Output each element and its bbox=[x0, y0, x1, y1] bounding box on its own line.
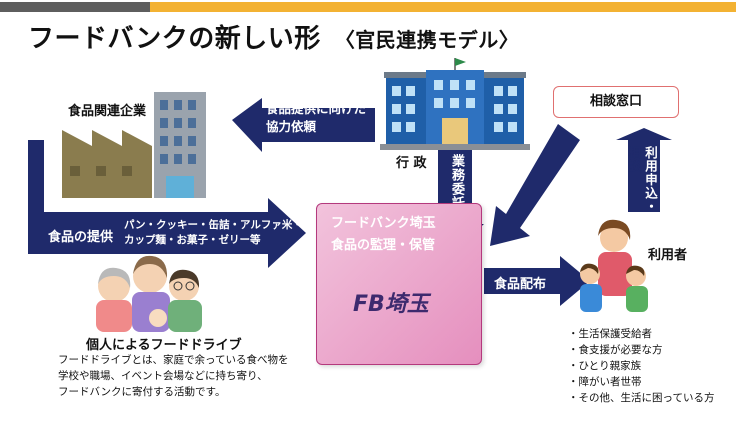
foodbank-name: フードバンク埼玉 bbox=[331, 216, 436, 231]
family-illustration-icon bbox=[580, 219, 648, 312]
user-list-item: 障がい者世帯 bbox=[568, 374, 714, 390]
food-provision-label: 食品の提供 bbox=[48, 230, 114, 245]
page-title: フードバンクの新しい形〈官民連携モデル〉 bbox=[28, 18, 519, 55]
user-list: 生活保護受給者 食支援が必要な方 ひとり親家族 障がい者世帯 その他、生活に困っ… bbox=[568, 326, 715, 406]
user-list-item: 食支援が必要な方 bbox=[568, 342, 714, 358]
header-bar-orange bbox=[150, 2, 736, 12]
haifu-arrow bbox=[490, 124, 580, 246]
fooddrive-desc-line2: 学校や職場、イベント会場などに持ち寄り、 bbox=[58, 370, 268, 382]
fooddrive-description: フードドライブとは、家庭で余っている食べ物を 学校や職場、イベント会場などに持ち… bbox=[58, 352, 288, 400]
header-bar bbox=[0, 0, 736, 14]
riyou-arrow-label-col1: 利用申込・ bbox=[643, 146, 658, 214]
foodbank-box: フードバンク埼玉 食品の監理・保管 FB埼玉 bbox=[316, 203, 482, 365]
fooddrive-desc-line3: フードバンクに寄付する活動です。 bbox=[58, 386, 226, 398]
user-list-item: 生活保護受給者 bbox=[568, 326, 714, 342]
fooddrive-title: 個人によるフードドライブ bbox=[86, 338, 242, 353]
government-building-icon bbox=[380, 58, 530, 150]
user-list-item: ひとり親家族 bbox=[568, 358, 714, 374]
company-label: 食品関連企業 bbox=[68, 104, 147, 119]
user-label: 利用者 bbox=[648, 248, 688, 263]
title-sub: 〈官民連携モデル〉 bbox=[334, 28, 520, 52]
food-items-line2: カップ麺・お菓子・ゼリー等 bbox=[124, 234, 261, 246]
header-bar-gray bbox=[0, 2, 150, 12]
user-list-item: その他、生活に困っている方 bbox=[568, 390, 715, 406]
consultation-desk-label: 相談窓口 bbox=[589, 94, 642, 109]
request-arrow-line1: 食品提供に向けた bbox=[266, 101, 367, 116]
food-provision-arrow bbox=[28, 140, 306, 268]
riyou-arrow bbox=[616, 128, 672, 212]
distribute-arrow bbox=[484, 256, 590, 306]
fooddrive-desc-line1: フードドライブとは、家庭で余っている食べ物を bbox=[58, 354, 289, 366]
fooddrive-people-icon bbox=[96, 255, 202, 332]
request-arrow-line2: 協力依頼 bbox=[266, 119, 317, 134]
request-arrow bbox=[232, 98, 375, 152]
distribute-arrow-label: 食品配布 bbox=[494, 277, 547, 292]
government-label: 行 政 bbox=[396, 156, 427, 171]
gyomu-arrow-label: 業務委託 bbox=[449, 154, 464, 210]
consultation-desk-box: 相談窓口 bbox=[553, 86, 679, 118]
title-main: フードバンクの新しい形 bbox=[28, 24, 321, 54]
riyou-arrow-label-col2: 相談 bbox=[626, 146, 641, 173]
request-arrow-label: 食品提供に向けた 協力依頼 bbox=[266, 100, 366, 136]
food-items-line1: パン・クッキー・缶詰・アルファ米・ bbox=[124, 219, 303, 231]
foodbank-logo-text: FB埼玉 bbox=[353, 292, 429, 317]
food-items-label: パン・クッキー・缶詰・アルファ米・ カップ麺・お菓子・ゼリー等 bbox=[124, 218, 303, 248]
foodbank-role: 食品の監理・保管 bbox=[331, 238, 436, 253]
office-building-icon bbox=[154, 92, 206, 198]
factory-icon bbox=[62, 130, 152, 198]
